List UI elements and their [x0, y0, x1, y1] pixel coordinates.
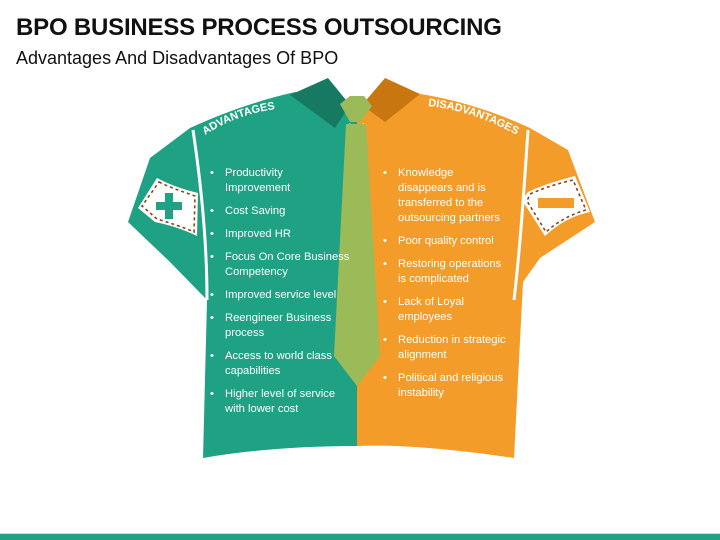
advantage-item: Reengineer Business process [210, 311, 350, 341]
disadvantage-item: Poor quality control [383, 234, 508, 249]
disadvantage-item: Knowledge disappears and is transferred … [383, 166, 508, 226]
plus-icon [156, 193, 182, 219]
disadvantage-item: Restoring operations is complicated [383, 257, 508, 287]
advantages-list: Productivity Improvement Cost Saving Imp… [210, 166, 350, 425]
disadvantages-list: Knowledge disappears and is transferred … [383, 166, 508, 409]
disadvantage-item: Lack of Loyal employees [383, 295, 508, 325]
advantage-item: Improved HR [210, 227, 350, 242]
minus-icon [538, 198, 574, 208]
tie-knot [340, 96, 372, 122]
page-subtitle: Advantages And Disadvantages Of BPO [16, 48, 339, 68]
advantage-item: Improved service level [210, 288, 350, 303]
disadvantages-collar [362, 78, 420, 122]
page-title: BPO BUSINESS PROCESS OUTSOURCING [16, 14, 502, 41]
advantage-item: Cost Saving [210, 204, 350, 219]
advantages-collar [290, 78, 350, 128]
disadvantage-item: Political and religious instability [383, 371, 508, 401]
advantage-item: Productivity Improvement [210, 166, 350, 196]
right-sleeve-seam [512, 129, 530, 301]
advantage-item: Higher level of service with lower cost [210, 387, 350, 417]
advantage-item: Access to world class capabilities [210, 349, 350, 379]
footer-divider [0, 533, 720, 534]
left-sleeve-seam [191, 129, 209, 301]
footer-bar [0, 534, 720, 540]
advantage-item: Focus On Core Business Competency [210, 250, 350, 280]
disadvantage-item: Reduction in strategic alignment [383, 333, 508, 363]
